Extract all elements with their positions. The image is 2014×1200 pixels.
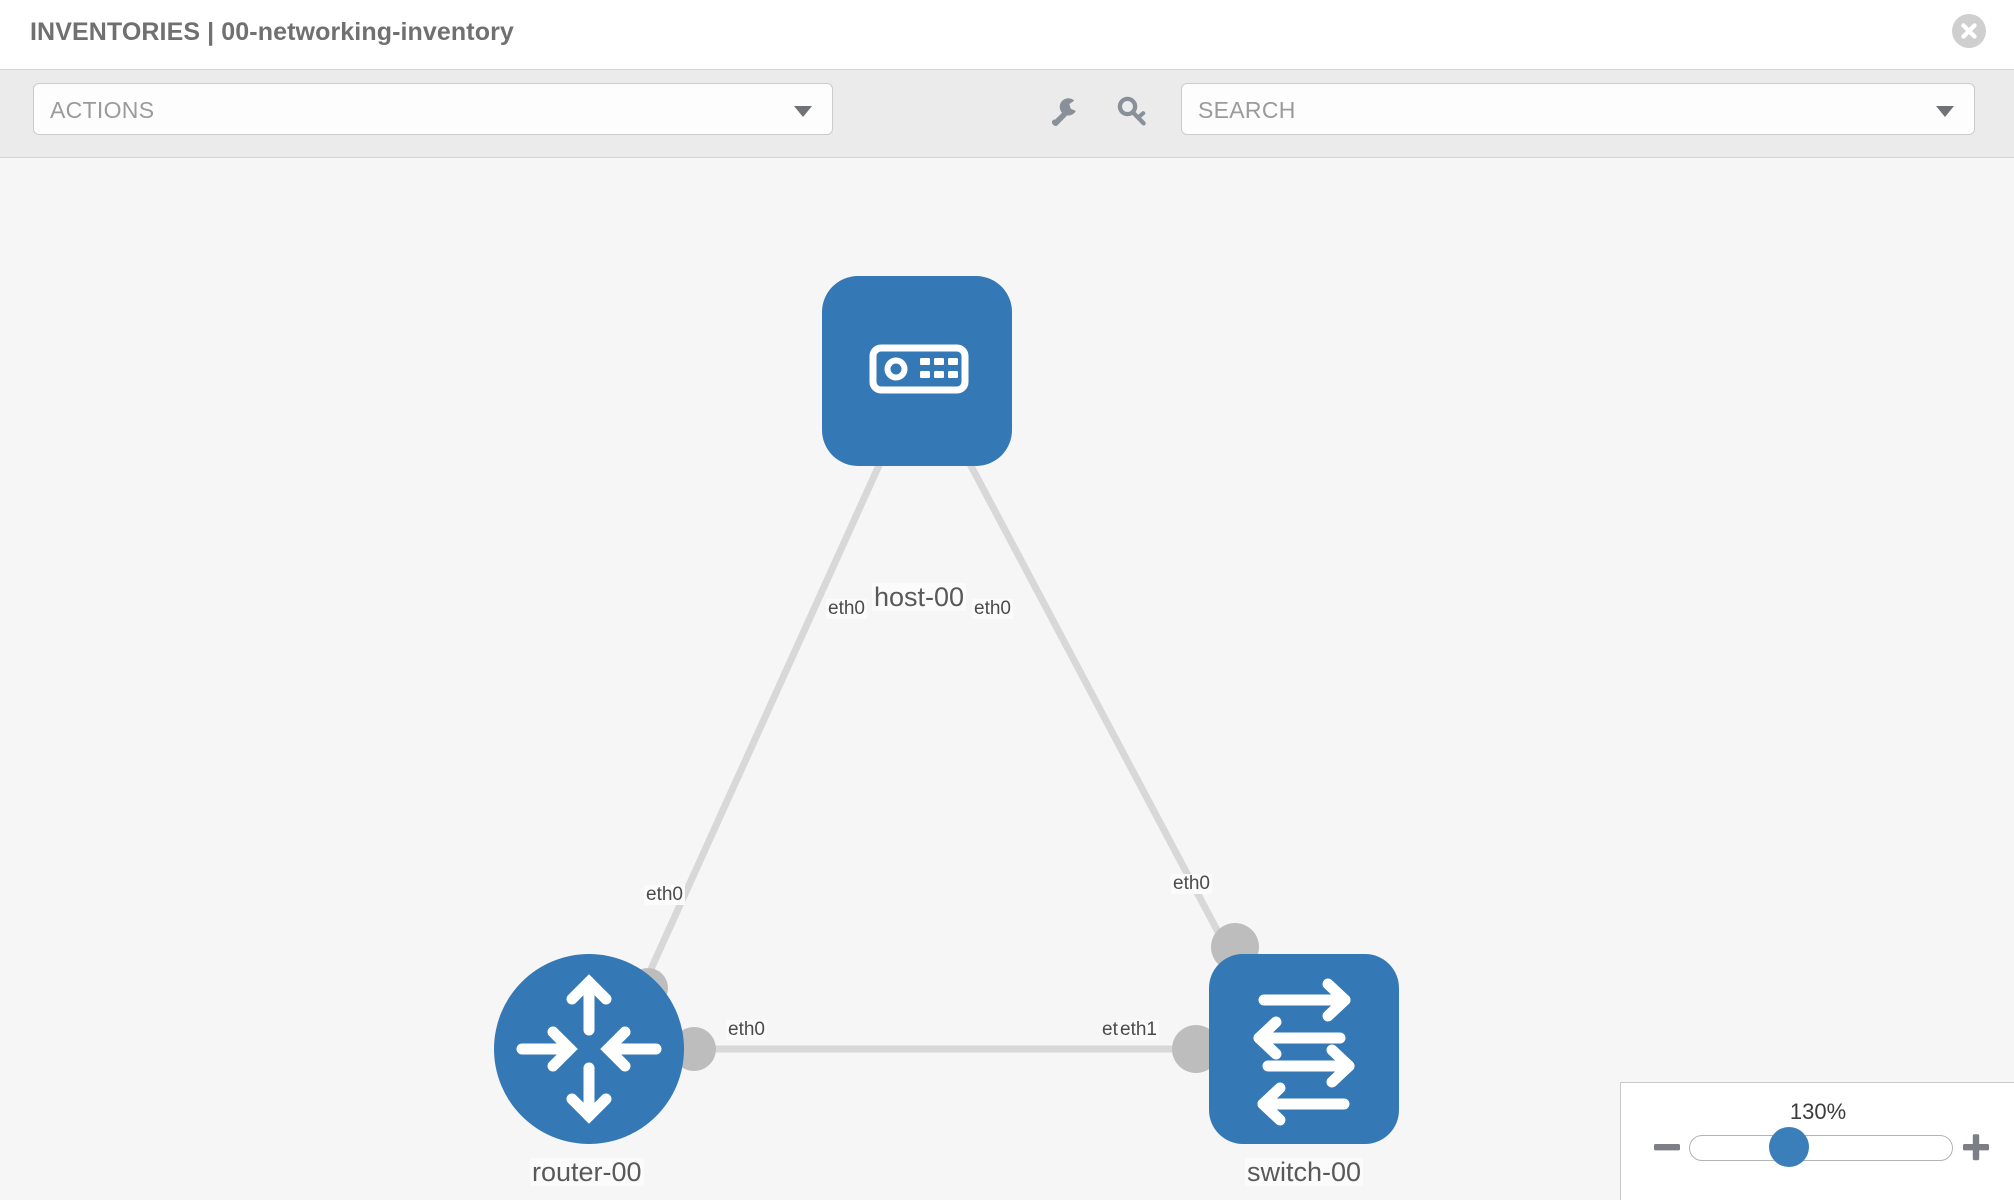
connector-switch-left bbox=[1172, 1025, 1220, 1073]
page-header: INVENTORIES | 00-networking-inventory bbox=[0, 0, 2014, 70]
actions-dropdown[interactable]: ACTIONS bbox=[33, 83, 833, 135]
chevron-down-icon[interactable] bbox=[1936, 106, 1954, 117]
search-placeholder: SEARCH bbox=[1198, 97, 1296, 123]
node-label-router-00: router-00 bbox=[530, 1157, 644, 1187]
node-switch-00[interactable] bbox=[1209, 954, 1399, 1144]
zoom-slider-track[interactable] bbox=[1689, 1135, 1953, 1161]
iface-label-host-right: eth0 bbox=[972, 598, 1013, 619]
iface-label-switch-left: eth1 bbox=[1118, 1019, 1159, 1040]
topology-graph bbox=[494, 276, 1399, 1144]
node-router-00[interactable] bbox=[494, 954, 684, 1144]
minus-icon[interactable] bbox=[1651, 1131, 1683, 1168]
close-icon[interactable] bbox=[1952, 14, 1986, 48]
zoom-level-label: 130% bbox=[1789, 1099, 1847, 1124]
iface-label-switch-up: eth0 bbox=[1171, 873, 1212, 894]
iface-label-host-left: eth0 bbox=[826, 598, 867, 619]
topology-edges bbox=[633, 428, 1257, 1053]
topology-connectors bbox=[628, 408, 1259, 1073]
page-title: INVENTORIES | 00-networking-inventory bbox=[30, 18, 514, 46]
iface-label-router-up: eth0 bbox=[644, 884, 685, 905]
plus-icon[interactable] bbox=[1960, 1131, 1992, 1168]
wrench-icon[interactable] bbox=[1044, 92, 1084, 132]
topology-canvas[interactable]: eth0 eth0 eth0 eth0 eth0 eth0 eth1 host-… bbox=[0, 158, 2014, 1200]
key-icon[interactable] bbox=[1112, 92, 1152, 132]
zoom-control-panel: 130% bbox=[1620, 1082, 2014, 1200]
node-label-switch-00: switch-00 bbox=[1245, 1157, 1364, 1187]
edge-host-router bbox=[633, 428, 899, 1002]
search-input[interactable]: SEARCH bbox=[1181, 83, 1975, 135]
node-host-00[interactable] bbox=[822, 276, 1012, 466]
node-label-host-00: host-00 bbox=[872, 582, 967, 612]
zoom-slider-thumb[interactable] bbox=[1769, 1127, 1809, 1167]
edge-host-switch bbox=[948, 428, 1257, 1000]
chevron-down-icon bbox=[794, 106, 812, 117]
iface-label-router-right: eth0 bbox=[726, 1019, 767, 1040]
actions-dropdown-label: ACTIONS bbox=[50, 97, 155, 123]
